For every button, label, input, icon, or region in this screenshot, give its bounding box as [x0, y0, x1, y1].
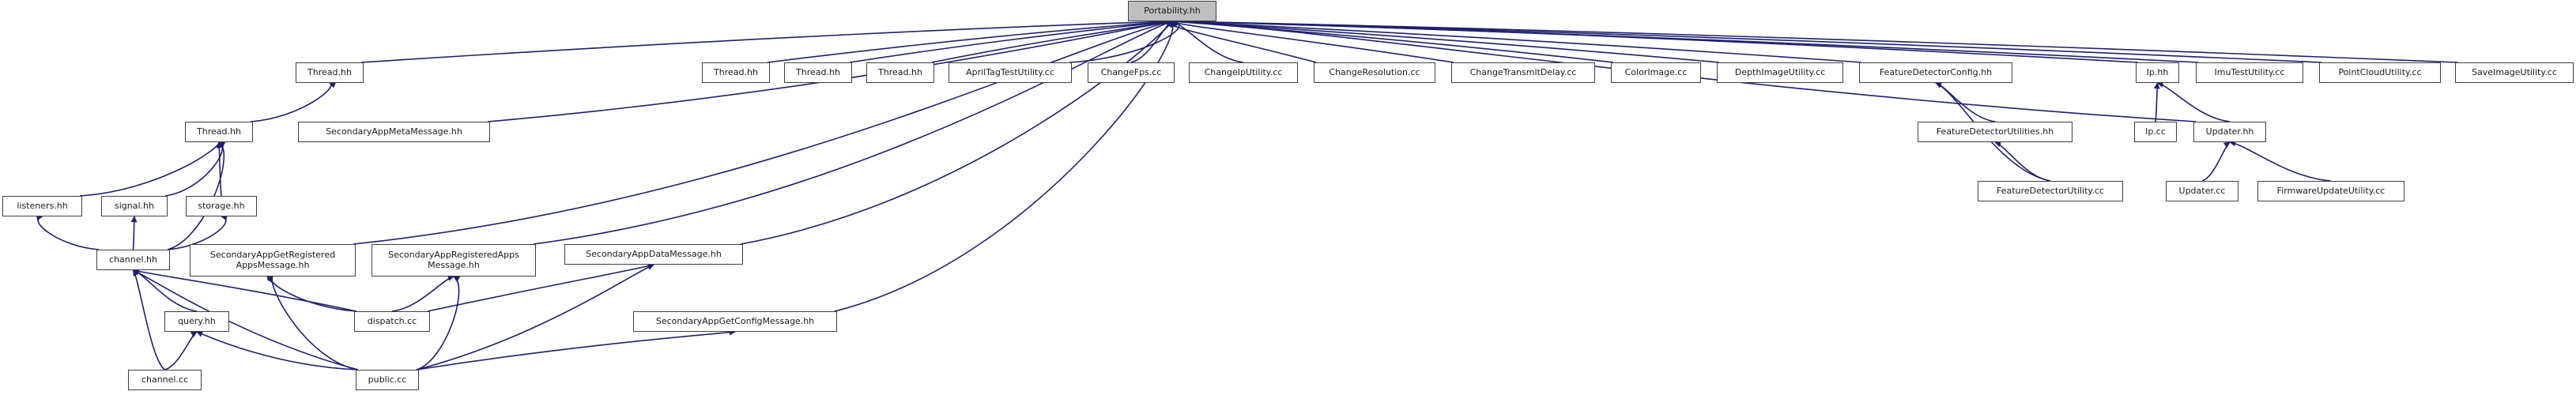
graph-edge-changetransmit-to-portability	[1170, 21, 1454, 63]
graph-edge-updater_cc-to-updater_hh	[2201, 141, 2231, 182]
graph-edge-updater_hh-to-ip_hh	[2156, 81, 2231, 122]
graph-node-updater_cc[interactable]: Updater.cc	[2166, 181, 2238, 201]
graph-node-secappdata[interactable]: SecondaryAppDataMessage.hh	[564, 244, 743, 265]
graph-node-public_cc[interactable]: public.cc	[356, 370, 419, 390]
graph-edge-channel_hh-to-signal	[130, 216, 138, 250]
graph-edge-secappregapps-to-portability	[533, 20, 1173, 245]
graph-edge-channel_hh-to-listeners	[36, 214, 100, 250]
graph-edge-channel_cc-to-channel_hh	[132, 269, 166, 371]
graph-node-thread_b[interactable]: Thread.hh	[185, 122, 253, 142]
graph-edge-changeip-to-portability	[1171, 20, 1244, 63]
graph-edge-public_cc-to-secappgetreg	[266, 276, 359, 371]
graph-edge-changeres-to-portability	[1166, 19, 1317, 63]
graph-edge-featdetutilcc-to-featdetutils	[1994, 141, 2051, 182]
graph-edge-public_cc-to-query	[196, 331, 359, 371]
graph-node-thread_c1[interactable]: Thread.hh	[702, 62, 770, 83]
graph-edge-depthimage-to-portability	[1171, 18, 1720, 63]
graph-node-secappgetconfig[interactable]: SecondaryAppGetConfigMessage.hh	[633, 311, 837, 332]
graph-node-ip_cc[interactable]: Ip.cc	[2134, 122, 2177, 142]
graph-node-updater_hh[interactable]: Updater.hh	[2193, 122, 2266, 142]
graph-edge-imutest-to-portability	[1171, 18, 2199, 63]
graph-node-thread_c3[interactable]: Thread.hh	[866, 62, 934, 83]
graph-edge-colorimage-to-portability	[1171, 18, 1614, 63]
graph-edge-pointcloud-to-portability	[1171, 18, 2322, 63]
graph-node-changefps[interactable]: ChangeFps.cc	[1088, 62, 1175, 83]
graph-node-secappgetreg[interactable]: SecondaryAppGetRegistered AppsMessage.hh	[190, 244, 356, 276]
graph-edge-query-to-channel_hh	[132, 269, 198, 312]
graph-node-query[interactable]: query.hh	[164, 311, 229, 332]
graph-node-secappregapps[interactable]: SecondaryAppRegisteredApps Message.hh	[372, 244, 536, 276]
graph-edge-ip_hh-to-portability	[1171, 18, 2139, 63]
graph-edge-fwupdate-to-updater_hh	[2229, 140, 2332, 182]
graph-edge-changefps-to-portability	[1130, 21, 1173, 63]
graph-node-depthimage[interactable]: DepthImageUtility.cc	[1717, 62, 1843, 83]
graph-node-ip_hh[interactable]: Ip.hh	[2136, 62, 2179, 83]
graph-edge-saveimage-to-portability	[1171, 18, 2458, 63]
graph-node-pointcloud[interactable]: PointCloudUtility.cc	[2319, 62, 2441, 83]
graph-edge-dispatch-to-secappregapps	[391, 275, 454, 312]
graph-node-colorimage[interactable]: ColorImage.cc	[1611, 62, 1701, 83]
graph-edge-public_cc-to-secappdata	[416, 264, 654, 371]
graph-node-channel_cc[interactable]: channel.cc	[128, 370, 202, 390]
graph-node-fwupdate[interactable]: FirmwareUpdateUtility.cc	[2257, 181, 2404, 201]
graph-edge-thread_b-to-thread_a	[250, 82, 337, 122]
graph-edge-ip_cc-to-ip_hh	[2153, 82, 2160, 122]
graph-node-saveimage[interactable]: SaveImageUtility.cc	[2455, 62, 2574, 83]
graph-node-thread_a[interactable]: Thread.hh	[296, 62, 364, 83]
graph-node-featdetutils[interactable]: FeatureDetectorUtilities.hh	[1918, 122, 2072, 142]
graph-node-changeip[interactable]: ChangeIpUtility.cc	[1189, 62, 1298, 83]
graph-node-channel_hh[interactable]: channel.hh	[96, 250, 170, 270]
graph-edge-secappdata-to-portability	[740, 21, 1173, 245]
graph-edge-thread_c2-to-portability	[849, 18, 1173, 63]
graph-node-signal[interactable]: signal.hh	[101, 196, 168, 216]
graph-node-imutest[interactable]: ImuTestUtility.cc	[2196, 62, 2303, 83]
graph-edge-thread_c3-to-portability	[931, 19, 1173, 63]
graph-edge-listeners-to-thread_b	[79, 141, 224, 197]
graph-node-thread_c2[interactable]: Thread.hh	[784, 62, 852, 83]
graph-node-apriltag[interactable]: AprilTagTestUtility.cc	[949, 62, 1072, 83]
graph-node-secappmeta[interactable]: SecondaryAppMetaMessage.hh	[298, 122, 490, 142]
graph-node-changetransmit[interactable]: ChangeTransmitDelay.cc	[1451, 62, 1595, 83]
graph-edge-featdetutils-to-featdetcfg	[1935, 81, 1996, 122]
graph-edge-dispatch-to-secappgetreg	[266, 275, 357, 312]
graph-node-featdetcfg[interactable]: FeatureDetectorConfig.hh	[1859, 62, 2012, 83]
graph-node-listeners[interactable]: listeners.hh	[2, 196, 82, 216]
graph-node-changeres[interactable]: ChangeResolution.cc	[1314, 62, 1435, 83]
graph-edge-thread_a-to-portability	[360, 18, 1173, 63]
graph-node-portability[interactable]: Portability.hh	[1128, 1, 1216, 21]
graph-node-dispatch[interactable]: dispatch.cc	[354, 311, 430, 332]
graph-edge-signal-to-thread_b	[164, 141, 226, 197]
graph-edge-featdetcfg-to-portability	[1171, 18, 1862, 63]
graph-edge-thread_c1-to-portability	[767, 18, 1173, 63]
graph-node-featdetutilcc[interactable]: FeatureDetectorUtility.cc	[1978, 181, 2123, 201]
graph-node-storage[interactable]: storage.hh	[186, 196, 257, 216]
graph-edge-public_cc-to-secappgetconfig	[416, 329, 736, 371]
graph-edge-storage-to-thread_b	[216, 141, 223, 197]
graph-edge-channel_cc-to-query	[164, 331, 198, 371]
graph-edge-apriltag-to-portability	[1069, 19, 1180, 63]
